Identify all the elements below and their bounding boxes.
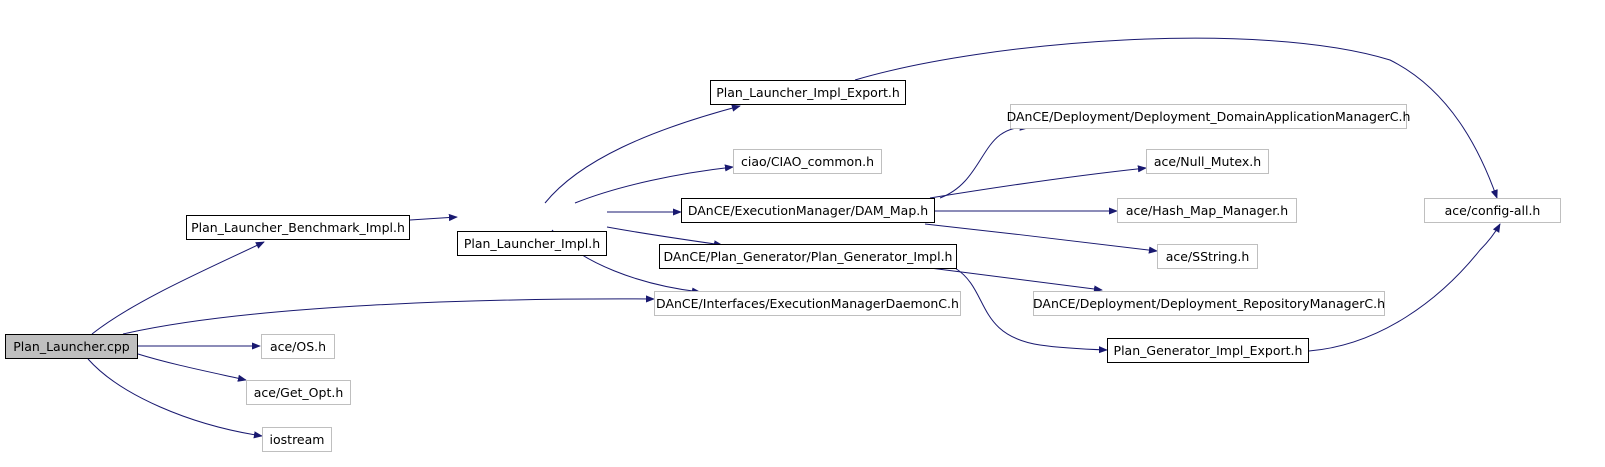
edge-plan-launcher-cpp-to-plan-launcher-benchmark-impl-h (91, 241, 265, 335)
node-null-mutex-h[interactable]: ace/Null_Mutex.h (1146, 149, 1269, 174)
node-hash-map-manager-h[interactable]: ace/Hash_Map_Manager.h (1117, 198, 1297, 223)
node-os-h[interactable]: ace/OS.h (261, 334, 335, 359)
node-label: DAnCE/Deployment/Deployment_DomainApplic… (1006, 109, 1411, 124)
node-get-opt-h[interactable]: ace/Get_Opt.h (246, 380, 351, 405)
node-sstring-h[interactable]: ace/SString.h (1157, 244, 1258, 269)
node-plan-launcher-cpp[interactable]: Plan_Launcher.cpp (5, 334, 138, 359)
edge-plan-launcher-benchmark-impl-h-to-plan-launcher-impl-h (409, 213, 458, 222)
edge-dam-map-h-to-sstring-h (924, 223, 1158, 254)
node-label: Plan_Generator_Impl_Export.h (1113, 343, 1303, 358)
node-label: Plan_Launcher_Benchmark_Impl.h (191, 220, 405, 235)
node-label: iostream (269, 432, 325, 447)
node-plan-launcher-benchmark-impl-h[interactable]: Plan_Launcher_Benchmark_Impl.h (186, 215, 410, 240)
node-label: Plan_Launcher_Impl_Export.h (716, 85, 900, 100)
node-label: ace/Null_Mutex.h (1153, 154, 1262, 169)
node-plan-launcher-impl-export-h[interactable]: Plan_Launcher_Impl_Export.h (710, 80, 906, 105)
node-plan-generator-impl-export-h[interactable]: Plan_Generator_Impl_Export.h (1107, 338, 1309, 363)
node-iostream[interactable]: iostream (262, 427, 332, 452)
edge-plan-launcher-cpp-to-get-opt-h (137, 353, 247, 382)
node-label: Plan_Launcher.cpp (13, 339, 130, 354)
edge-plan-generator-impl-h-to-plan-generator-impl-export-h (954, 267, 1108, 354)
node-label: ace/Hash_Map_Manager.h (1125, 203, 1289, 218)
node-label: ace/SString.h (1165, 249, 1250, 264)
node-repository-manager-c-h[interactable]: DAnCE/Deployment/Deployment_RepositoryMa… (1033, 291, 1385, 316)
node-dam-map-h[interactable]: DAnCE/ExecutionManager/DAM_Map.h (681, 198, 935, 223)
node-label: ciao/CIAO_common.h (740, 154, 875, 169)
node-label: DAnCE/Deployment/Deployment_RepositoryMa… (1033, 296, 1385, 311)
node-label: ace/OS.h (269, 339, 327, 354)
node-domain-application-manager-c-h[interactable]: DAnCE/Deployment/Deployment_DomainApplic… (1007, 104, 1410, 129)
edge-plan-launcher-cpp-to-iostream (87, 358, 263, 439)
edge-plan-generator-impl-h-to-repository-manager-c-h (929, 267, 1103, 293)
node-label: ace/Get_Opt.h (253, 385, 344, 400)
node-execution-manager-daemon-c-h[interactable]: DAnCE/Interfaces/ExecutionManagerDaemonC… (654, 291, 961, 316)
edge-plan-generator-impl-export-h-to-config-all-h (1308, 223, 1501, 352)
node-ciao-common-h[interactable]: ciao/CIAO_common.h (733, 149, 882, 174)
edge-plan-launcher-cpp-to-execution-manager-daemon-c-h (122, 295, 655, 335)
node-label: DAnCE/Plan_Generator/Plan_Generator_Impl… (663, 249, 953, 264)
node-label: DAnCE/ExecutionManager/DAM_Map.h (687, 203, 929, 218)
edge-dam-map-h-to-domain-application-manager-c-h (939, 123, 1029, 199)
edge-plan-launcher-impl-export-h-to-config-all-h (854, 37, 1498, 199)
node-plan-launcher-impl-h[interactable]: Plan_Launcher_Impl.h (457, 231, 607, 256)
node-label: ace/config-all.h (1444, 203, 1541, 218)
node-label: DAnCE/Interfaces/ExecutionManagerDaemonC… (656, 296, 959, 311)
node-plan-generator-impl-h[interactable]: DAnCE/Plan_Generator/Plan_Generator_Impl… (659, 244, 957, 269)
node-label: Plan_Launcher_Impl.h (463, 236, 601, 251)
edge-plan-launcher-impl-h-to-plan-launcher-impl-export-h (544, 104, 741, 204)
edge-dam-map-h-to-null-mutex-h (929, 165, 1147, 199)
edge-plan-launcher-impl-h-to-ciao-common-h (574, 164, 734, 204)
edge-plan-launcher-impl-h-to-plan-generator-impl-h (606, 226, 723, 248)
node-config-all-h[interactable]: ace/config-all.h (1424, 198, 1561, 223)
